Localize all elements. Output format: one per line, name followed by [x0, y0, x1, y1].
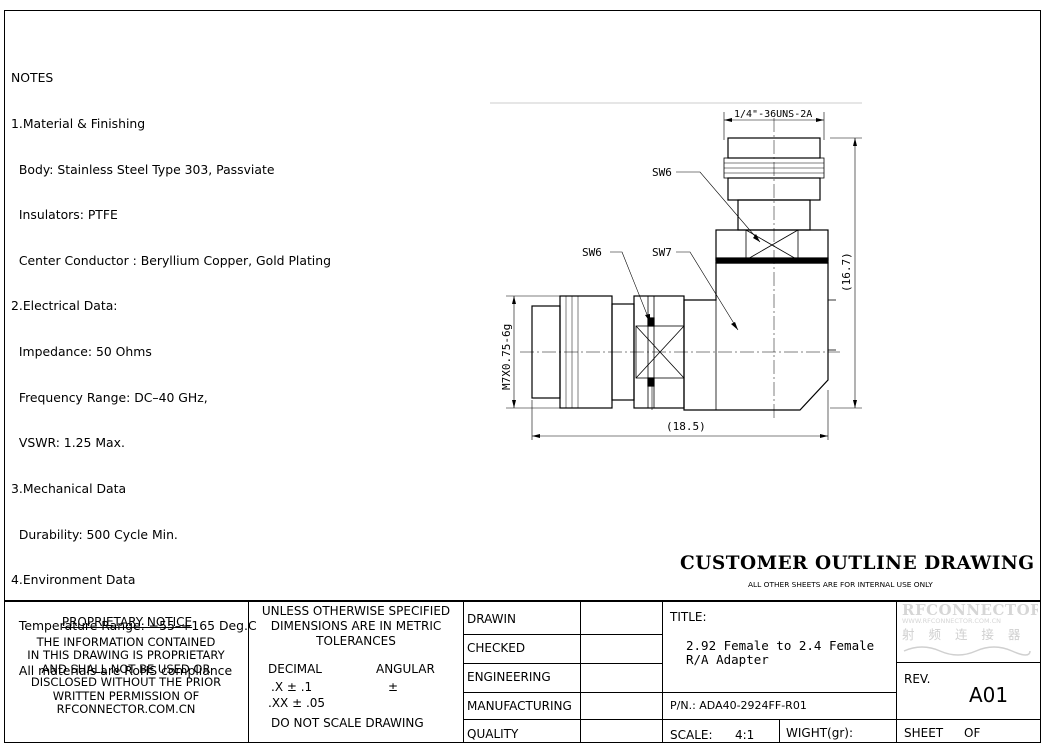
- do-not-scale: DO NOT SCALE DRAWING: [271, 716, 424, 730]
- role-checked: CHECKED: [467, 641, 526, 655]
- notes-line: All materials are RoHS compliance: [11, 663, 233, 679]
- title-block-divider: [248, 600, 249, 743]
- tolerance-x: .X ± .1: [271, 680, 313, 694]
- tolerance-xx: .XX ± .05: [268, 696, 326, 710]
- notes-line: Frequency Range: DC–40 GHz,: [11, 389, 208, 405]
- height-dimension-label: (16.7): [840, 252, 853, 292]
- title-block-divider: [580, 600, 581, 743]
- tolerance-text: UNLESS OTHERWISE SPECIFIED DIMENSIONS AR…: [249, 604, 463, 649]
- sheet-label: SHEET: [904, 726, 944, 740]
- proprietary-text: THE INFORMATION CONTAINED IN THIS DRAWIN…: [4, 635, 248, 717]
- drawing-title: CUSTOMER OUTLINE DRAWING: [680, 553, 1035, 574]
- tolerance-line: UNLESS OTHERWISE SPECIFIED: [261, 604, 451, 618]
- logo-wave-icon: [903, 646, 1031, 656]
- proprietary-line: THE INFORMATION CONTAINED: [36, 635, 216, 649]
- angular-label: ANGULAR: [376, 662, 435, 676]
- notes-line: 4.Environment Data: [11, 572, 136, 588]
- width-dimension-label: (18.5): [666, 420, 706, 433]
- notes-line: Center Conductor : Beryllium Copper, Gol…: [11, 252, 331, 268]
- drawing-frame: [4, 10, 1041, 743]
- title-block-divider: [779, 719, 780, 743]
- rev-label: REV.: [904, 672, 931, 686]
- title-block-row-line: [463, 692, 663, 693]
- title-block-row-line: [463, 663, 663, 664]
- connector-outline-drawing: 1/4"-36UNS-2A SW6 SW6 SW7 (18.5) (16.7) …: [490, 102, 862, 440]
- notes-line: 1.Material & Finishing: [11, 116, 146, 132]
- sw6-top-label: SW6: [652, 166, 672, 179]
- tolerance-angular: ±: [388, 680, 399, 694]
- notes-line: VSWR: 1.25 Max.: [11, 435, 125, 451]
- logo-name: RFCONNECTOR: [902, 601, 1038, 619]
- notes-line: Temperature Range: −55–+165 Deg.C: [11, 617, 257, 633]
- title-block-top-border: [4, 600, 1041, 602]
- title-label: TITLE:: [670, 610, 707, 624]
- logo-chinese: 射 频 连 接 器: [902, 627, 1026, 642]
- thread-top-label: 1/4"-36UNS-2A: [734, 109, 812, 120]
- rev-value: A01: [969, 683, 1009, 707]
- decimal-label: DECIMAL: [268, 662, 322, 676]
- title-value-line-2: R/A Adapter: [686, 652, 769, 667]
- rfconnector-logo: RFCONNECTOR WWW.RFCONNECTOR.COM.CN 射 频 连…: [902, 601, 1038, 659]
- sw6-left-label: SW6: [582, 246, 602, 259]
- notes-line: Body: Stainless Steel Type 303, Passviat…: [11, 161, 275, 177]
- part-number: P/N.: ADA40-2924FF-R01: [670, 699, 807, 712]
- title-block-divider: [896, 600, 897, 743]
- role-drawin: DRAWIN: [467, 612, 517, 626]
- notes-heading: NOTES: [11, 70, 54, 86]
- role-engineering: ENGINEERING: [467, 670, 551, 684]
- role-manufacturing: MANUFACTURING: [467, 699, 572, 713]
- proprietary-line: AND SHALL NOT BE USED OR: [41, 661, 211, 676]
- title-block-row-line: [896, 662, 1041, 663]
- title-block-row-line: [463, 719, 1041, 720]
- scale-label: SCALE:: [670, 728, 713, 742]
- proprietary-heading: PROPRIETARY NOTICE: [61, 615, 193, 629]
- proprietary-line: DISCLOSED WITHOUT THE PRIOR: [30, 675, 222, 690]
- tolerance-line: TOLERANCES: [316, 634, 396, 648]
- weight-label: WIGHT(gr):: [786, 726, 854, 740]
- notes-block: NOTES 1.Material & Finishing Body: Stain…: [11, 40, 331, 694]
- title-block-divider: [662, 600, 663, 743]
- notes-line: Impedance: 50 Ohms: [11, 344, 152, 360]
- role-quality: QUALITY: [467, 727, 519, 741]
- notes-line: 2.Electrical Data:: [11, 298, 118, 314]
- logo-url: WWW.RFCONNECTOR.COM.CN: [902, 617, 1002, 625]
- proprietary-line: WRITTEN PERMISSION OF: [52, 688, 200, 703]
- thread-left-label: M7X0.75-6g: [500, 324, 513, 390]
- title-block-row-line: [463, 634, 663, 635]
- notes-line: Insulators: PTFE: [11, 207, 118, 223]
- title-value-line-1: 2.92 Female to 2.4 Female: [686, 638, 875, 653]
- title-block-divider: [463, 600, 464, 743]
- notes-line: Durability: 500 Cycle Min.: [11, 526, 178, 542]
- of-label: OF: [964, 726, 981, 740]
- sw7-label: SW7: [652, 246, 672, 259]
- title-block-row-line: [662, 692, 897, 693]
- scale-value: 4:1: [735, 728, 755, 742]
- notes-line: 3.Mechanical Data: [11, 480, 127, 496]
- drawing-subtitle: ALL OTHER SHEETS ARE FOR INTERNAL USE ON…: [748, 580, 933, 589]
- proprietary-line: RFCONNECTOR.COM.CN: [56, 702, 196, 717]
- tolerance-line: DIMENSIONS ARE IN METRIC: [270, 619, 442, 633]
- proprietary-line: IN THIS DRAWING IS PROPRIETARY: [27, 648, 225, 663]
